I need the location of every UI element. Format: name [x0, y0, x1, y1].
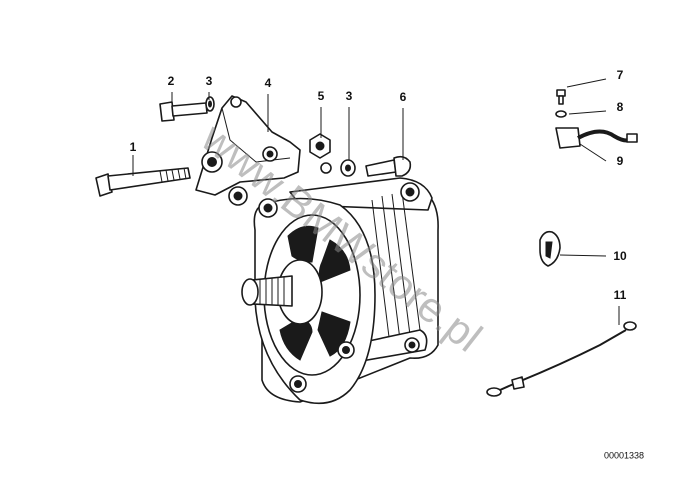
alternator — [241, 177, 439, 405]
callout-3-upper: 3 — [206, 74, 213, 88]
callout-3-lower: 3 — [346, 89, 353, 103]
mounting-bracket — [195, 95, 301, 206]
callout-5: 5 — [318, 89, 325, 103]
callout-6: 6 — [400, 90, 407, 104]
callout-7: 7 — [617, 68, 624, 82]
clip — [539, 230, 561, 267]
callout-10: 10 — [613, 249, 627, 263]
washer-upper — [205, 96, 215, 112]
callout-11: 11 — [614, 288, 627, 302]
short-bolt — [159, 101, 208, 122]
carbon-brush — [555, 127, 638, 149]
long-bolt — [95, 167, 191, 197]
callout-8: 8 — [617, 100, 624, 114]
ground-cable — [486, 321, 637, 397]
callout-4: 4 — [265, 76, 272, 90]
callout-2: 2 — [168, 74, 175, 88]
washer-lower — [320, 159, 356, 177]
leader-lines — [132, 78, 620, 325]
nut — [309, 133, 331, 159]
side-bolt — [365, 155, 412, 177]
lock-washer — [555, 110, 567, 118]
callout-9: 9 — [617, 154, 624, 168]
small-screw — [556, 89, 566, 105]
callout-1: 1 — [130, 140, 137, 154]
document-id: 00001338 — [604, 450, 644, 460]
